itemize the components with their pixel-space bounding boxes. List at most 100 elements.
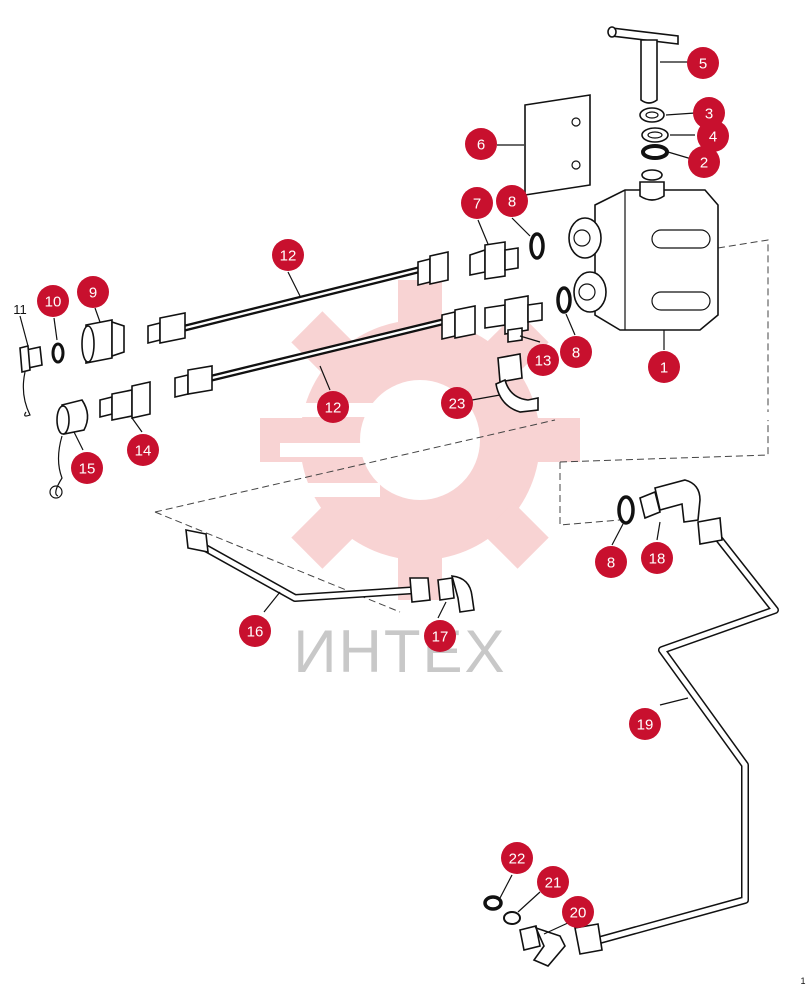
callout-badge: 8: [560, 336, 592, 368]
callout-circle: [496, 185, 528, 217]
callout-circle: [424, 620, 456, 652]
callout-badge: 13: [527, 344, 559, 376]
callout-number: 8: [607, 555, 615, 572]
part-o-ring-small: [51, 342, 65, 364]
callout-plain-label: 11: [13, 302, 27, 317]
callout-number: 20: [570, 905, 587, 922]
part-washer-bottom: [503, 911, 521, 925]
callout-circle: [688, 146, 720, 178]
part-pipe-left: [185, 529, 431, 603]
callout-badge: 12: [272, 239, 304, 271]
callout-badge: 4: [697, 120, 729, 152]
part-tee: [484, 295, 543, 343]
callout-badge: 5: [687, 47, 719, 79]
part-pipe-long: [574, 517, 779, 955]
callout-circle: [71, 452, 103, 484]
callout-number: 3: [705, 106, 713, 123]
callout-badge: 19: [629, 708, 661, 740]
callout-circle: [501, 842, 533, 874]
callout-circle: [127, 434, 159, 466]
callout-badge: 22: [501, 842, 533, 874]
part-washers: [639, 107, 669, 160]
part-o-ring-bottom: [483, 895, 503, 911]
callout-circle: [317, 391, 349, 423]
callout-circle: [77, 276, 109, 308]
callout-circle: [697, 120, 729, 152]
callout-badge: 10: [37, 285, 69, 317]
callout-circle: [687, 47, 719, 79]
callout-number: 4: [709, 129, 717, 146]
callout-circle: [441, 387, 473, 419]
corner-mark: 1: [800, 976, 805, 986]
callout-circle: [648, 351, 680, 383]
part-hose-upper: [147, 251, 449, 345]
part-elbow: [495, 353, 539, 413]
callout-number: 5: [699, 56, 707, 73]
callout-badge: 21: [537, 866, 569, 898]
callout-badge: 15: [71, 452, 103, 484]
callout-badge: 23: [441, 387, 473, 419]
callout-number: 9: [89, 285, 97, 302]
callout-number: 2: [700, 155, 708, 172]
callout-badge: 12: [317, 391, 349, 423]
part-plate: [524, 94, 591, 196]
part-hose-lower: [174, 305, 476, 399]
part-valve-body: [568, 169, 719, 331]
part-dust-cap: [49, 399, 89, 499]
callout-badge: 14: [127, 434, 159, 466]
part-o-ring: [529, 232, 545, 260]
callout-number: 12: [280, 248, 297, 265]
callout-circle: [595, 546, 627, 578]
part-plug-chain: [19, 344, 43, 417]
part-elbow-fitting: [639, 479, 701, 523]
callout-number: 18: [649, 551, 666, 568]
callout-number: 8: [508, 194, 516, 211]
callout-badge: 8: [496, 185, 528, 217]
callout-badge: 9: [77, 276, 109, 308]
part-o-ring: [556, 286, 572, 314]
callout-circle: [641, 542, 673, 574]
callout-circle: [560, 336, 592, 368]
callout-number: 8: [572, 345, 580, 362]
callout-number: 23: [449, 396, 466, 413]
callout-circle: [461, 187, 493, 219]
callout-badge: 8: [595, 546, 627, 578]
part-adapter: [469, 241, 519, 280]
callout-number: 17: [432, 629, 449, 646]
watermark-gear-icon: [260, 280, 580, 600]
callout-number: 7: [473, 196, 481, 213]
part-elbow-small: [437, 575, 475, 613]
watermark-text: ИНТЕХ: [293, 618, 506, 685]
callout-number: 6: [477, 137, 485, 154]
callout-number: 19: [637, 717, 654, 734]
callout-circle: [465, 128, 497, 160]
part-o-ring: [617, 495, 635, 525]
callout-number: 1: [660, 360, 668, 377]
callout-circle: [562, 896, 594, 928]
callout-number: 21: [545, 875, 562, 892]
callout-number: 14: [135, 443, 152, 460]
callout-number: 13: [535, 353, 552, 370]
callout-badge: 18: [641, 542, 673, 574]
part-nipple: [99, 381, 151, 421]
callout-number: 10: [45, 294, 62, 311]
callout-number: 16: [247, 624, 264, 641]
callout-badge: 1: [648, 351, 680, 383]
callout-badge: 6: [465, 128, 497, 160]
callout-circle: [527, 344, 559, 376]
callout-badge: 7: [461, 187, 493, 219]
callout-circle: [629, 708, 661, 740]
callout-number: 15: [79, 461, 96, 478]
callout-circle: [37, 285, 69, 317]
callout-badge: 2: [688, 146, 720, 178]
callout-number: 12: [325, 400, 342, 417]
callout-badge: 16: [239, 615, 271, 647]
part-coupler: [81, 319, 125, 364]
callout-circle: [272, 239, 304, 271]
callout-badge: 17: [424, 620, 456, 652]
callout-badge: 20: [562, 896, 594, 928]
part-elbow-bottom: [519, 925, 566, 967]
